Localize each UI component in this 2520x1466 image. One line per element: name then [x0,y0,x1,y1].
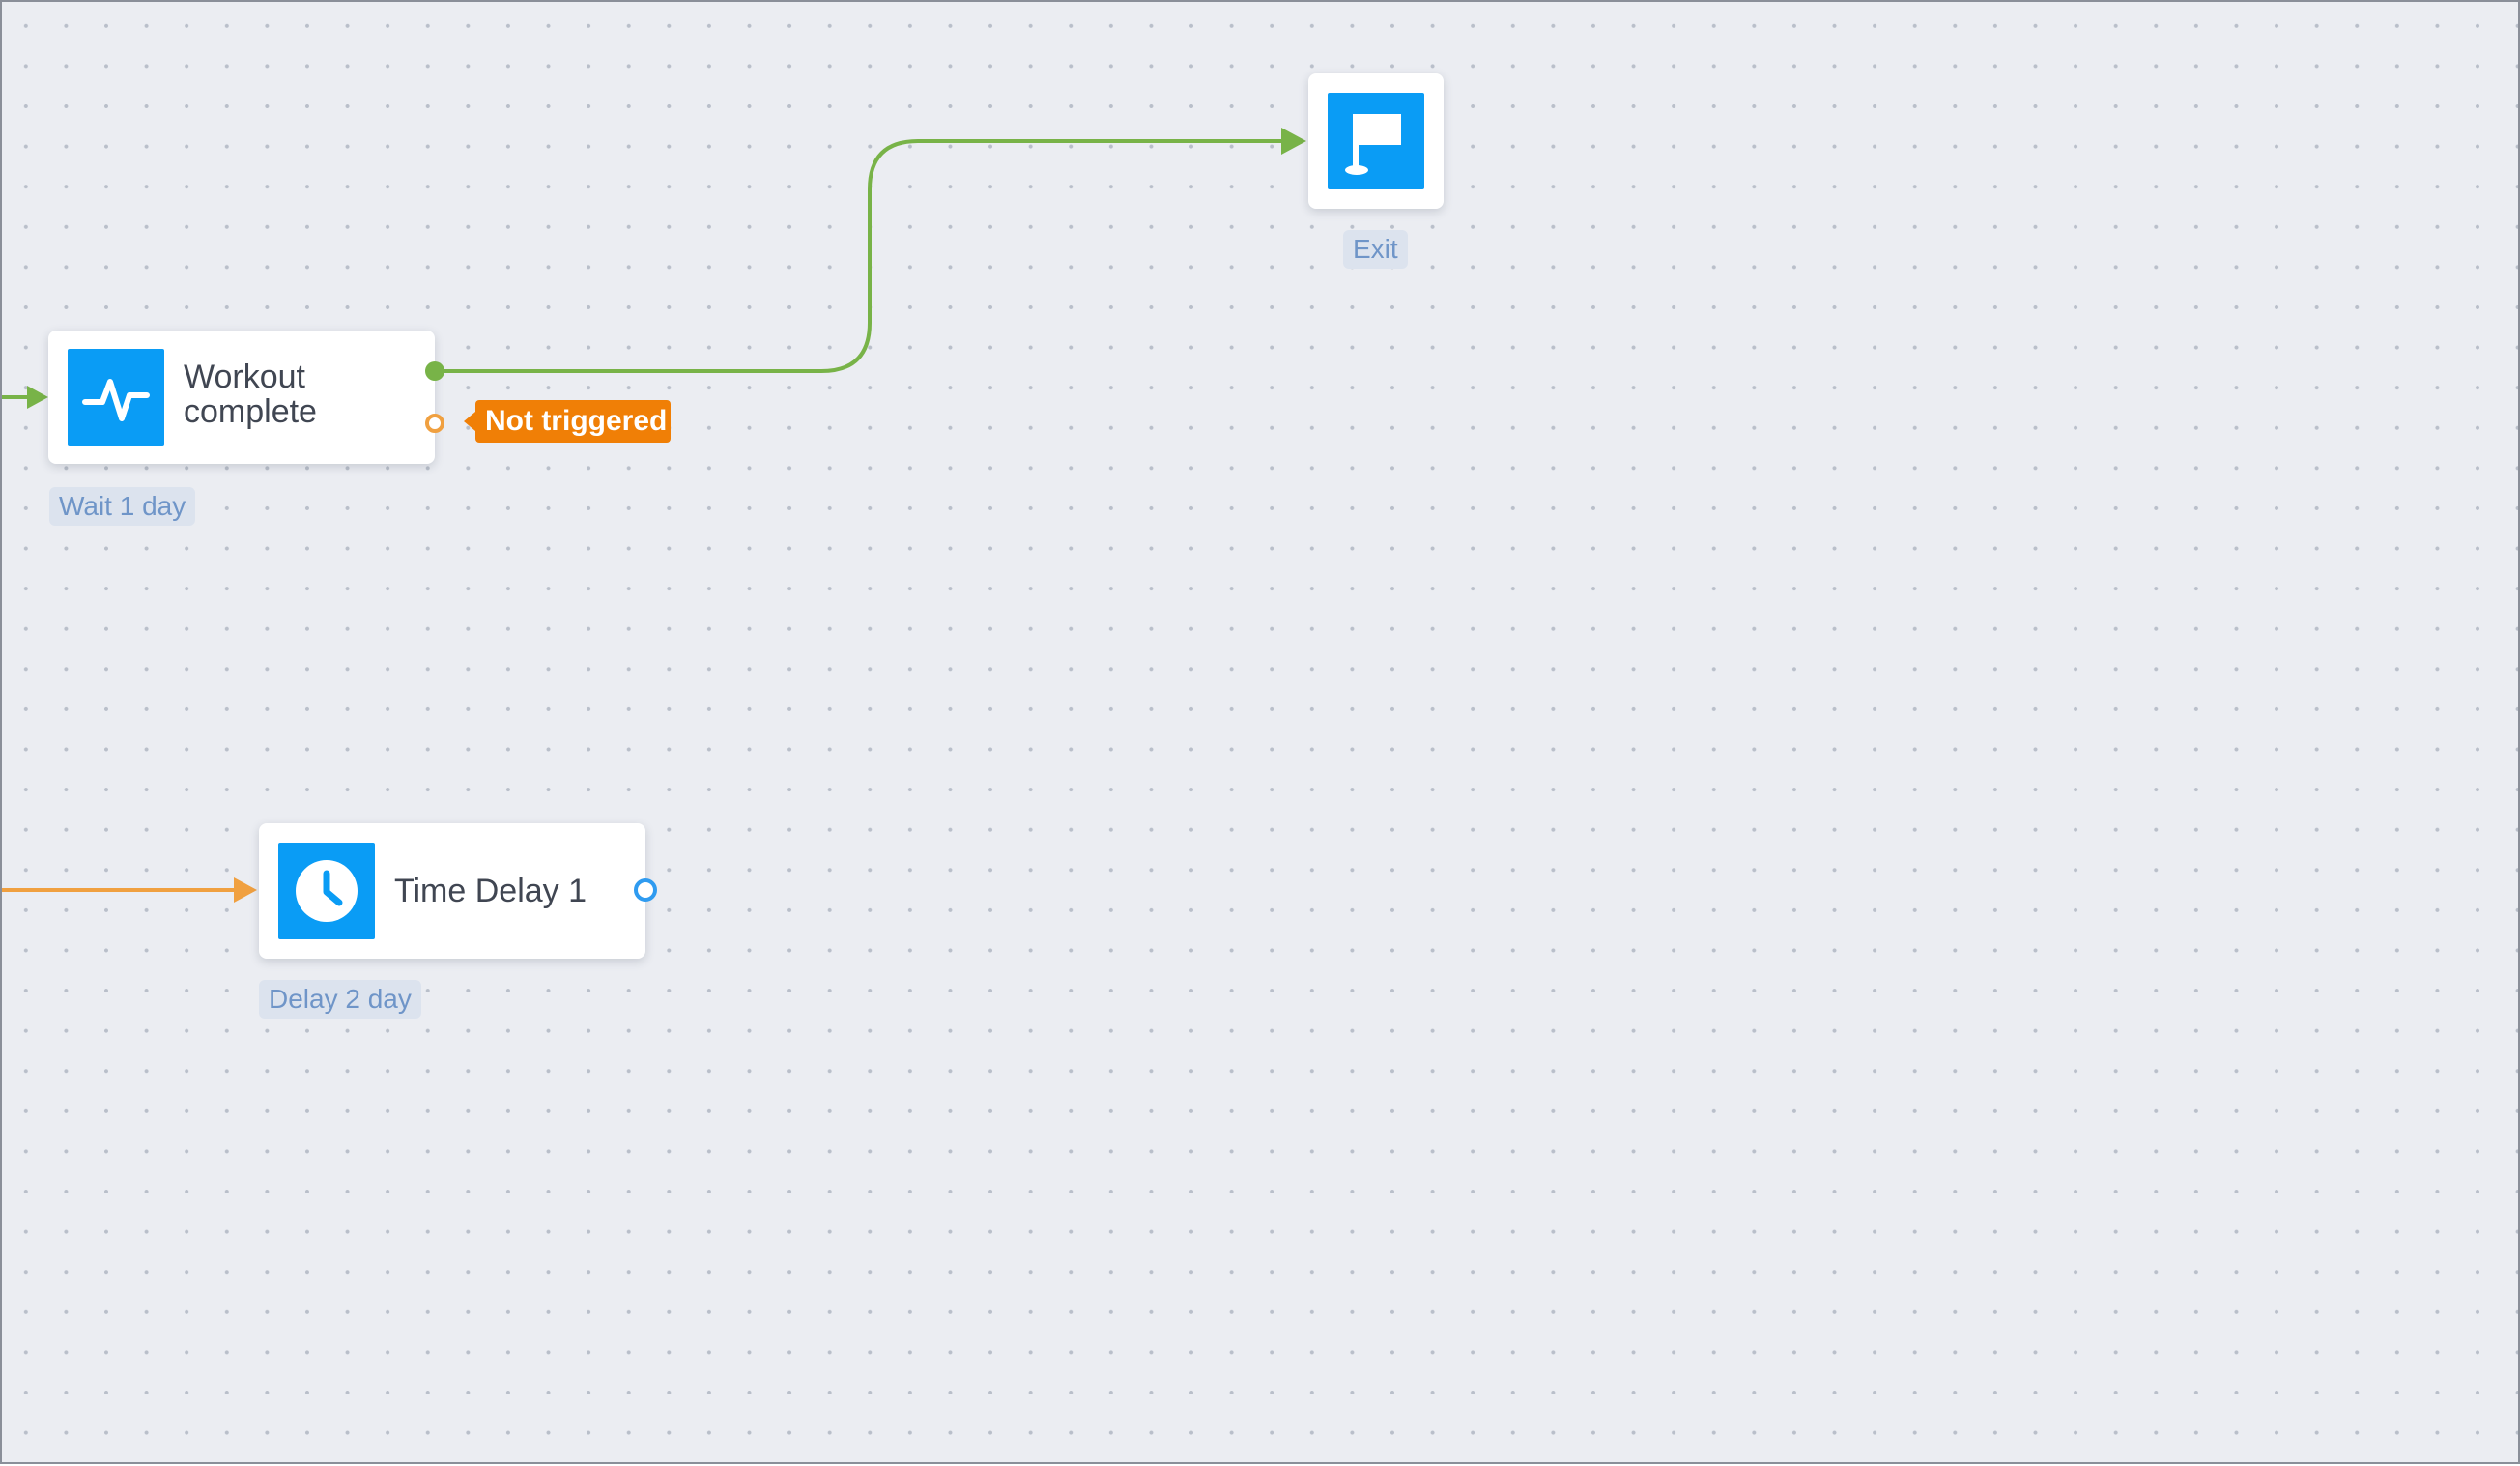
workout-fallback-port[interactable] [425,414,444,433]
exit-node-icon-tile [1328,93,1424,189]
workout-node-title: Workout complete [184,359,317,429]
node-exit[interactable] [1308,73,1444,209]
success-connector-to-exit[interactable] [435,139,1283,373]
flag-icon [1345,114,1401,175]
workout-node-icon-tile [68,349,164,446]
time-delay-node-icon-tile [278,843,375,939]
not-triggered-badge: Not triggered [463,400,672,443]
time-delay-node-title: Time Delay 1 [394,873,587,909]
workout-node-title-line2: complete [184,393,317,430]
workout-node-title-line1: Workout [184,359,305,395]
activity-pulse-icon [82,379,150,421]
time-delay-node-caption: Delay 2 day [259,980,421,1019]
incoming-arrowhead-time-delay [234,877,257,903]
exit-node-caption: Exit [1343,230,1408,269]
clock-icon [296,860,358,922]
incoming-arrowhead-workout [27,386,48,409]
node-time-delay-1[interactable]: Time Delay 1 [259,823,645,959]
exit-arrowhead [1281,128,1306,155]
workout-success-port[interactable] [425,361,444,381]
time-delay-output-port[interactable] [634,878,657,902]
workout-node-caption: Wait 1 day [49,487,196,526]
node-workout-complete[interactable]: Workout complete [48,331,435,464]
